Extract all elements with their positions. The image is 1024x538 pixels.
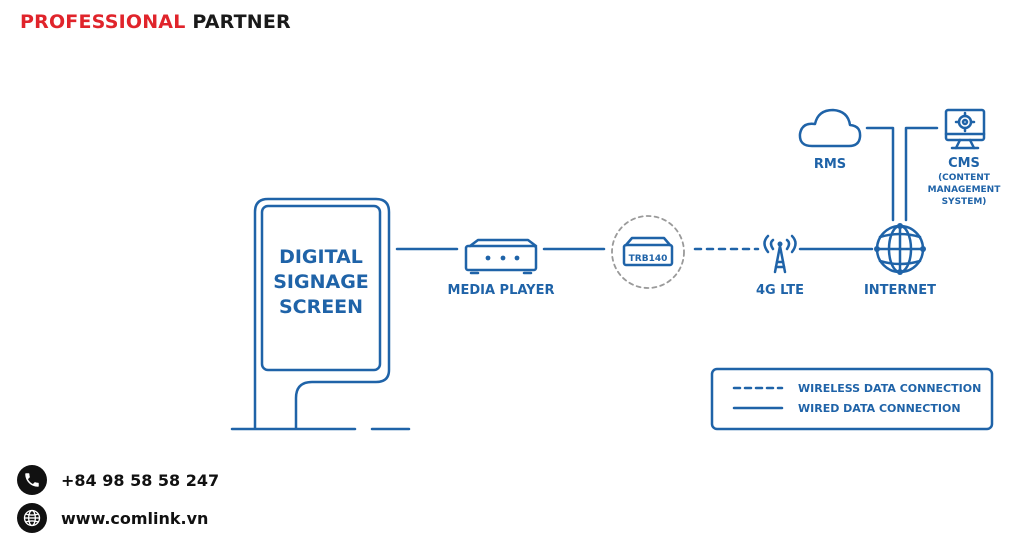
brand-partner: PARTNER [192,11,291,33]
lte-label: 4G LTE [756,283,804,298]
router-label: TRB140 [629,254,668,264]
signage-kiosk-icon [230,197,411,431]
rms-label: RMS [814,157,846,172]
brand-header: PROFESSIONAL PARTNER [20,11,291,33]
website-link[interactable]: www.comlink.vn [61,508,209,528]
monitor-gear-icon [944,108,986,150]
cloud-icon [798,108,862,148]
cms-sub-line2: MANAGEMENT [928,185,1002,195]
cms-label: CMS [948,156,980,171]
cell-tower-icon [763,234,797,274]
router-icon [622,236,674,267]
wired-link-internet-rms [865,126,895,222]
wired-link-internet-cms [904,126,939,222]
cms-sub-line1: (CONTENT [938,173,991,183]
phone-number[interactable]: +84 98 58 58 247 [61,470,220,490]
legend-box [710,367,994,431]
internet-label: INTERNET [864,283,936,298]
media-player-label: MEDIA PLAYER [448,283,555,298]
media-player-icon [464,238,538,275]
contact-phone-row: +84 98 58 58 247 [17,465,219,495]
legend-wireless-label: WIRELESS DATA CONNECTION [798,382,981,395]
legend-wired-label: WIRED DATA CONNECTION [798,402,961,415]
globe-icon [875,224,925,274]
website-globe-icon [17,503,47,533]
router-dashed-circle [611,215,685,289]
screen-label-line3: SCREEN [279,296,363,318]
screen-label-line2: SIGNAGE [273,271,369,293]
phone-icon [17,465,47,495]
screen-label-line1: DIGITAL [279,246,363,268]
contact-website-row: www.comlink.vn [17,503,208,533]
brand-professional: PROFESSIONAL [20,11,186,33]
cms-sub-line3: SYSTEM) [942,197,987,207]
